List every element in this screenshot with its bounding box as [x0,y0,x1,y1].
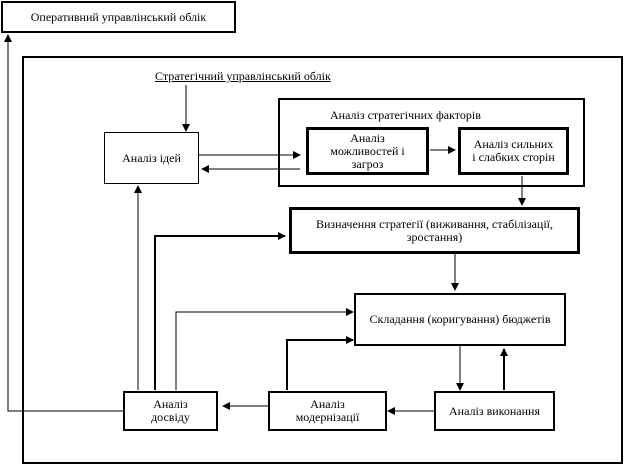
operational-accounting-label: Оперативний управлінський облік [30,9,207,24]
idea-analysis-label: Аналіз ідей [122,150,181,165]
execution-analysis-box: Аналіз виконання [434,391,555,431]
arrow-modernization-to-budgeting [286,336,354,390]
strategic-frame [22,56,623,464]
idea-analysis-box: Аналіз ідей [104,132,199,184]
experience-analysis-box: Аналіз досвіду [123,391,218,431]
strategic-accounting-label: Стратегічний управлінський облік [155,69,331,83]
budgeting-label: Складання (коригування) бюджетів [369,312,551,326]
factors-group-frame [278,98,585,187]
budgeting-box: Складання (коригування) бюджетів [354,293,566,346]
arrow-experience-to-strategy [154,232,286,390]
strengths-weaknesses-label: Аналіз сильних і слабких сторін [472,137,555,164]
execution-analysis-label: Аналіз виконання [448,403,540,418]
modernization-analysis-box: Аналіз модернізації [268,391,387,431]
opportunities-threats-label: Аналіз можливостей і загроз [330,130,405,171]
arrow-experience-to-operational [4,34,123,412]
arrow-experience-to-budgeting [175,308,354,390]
strategy-definition-box: Визначення стратегії (виживання, стабілі… [289,207,580,254]
strategy-definition-label: Визначення стратегії (виживання, стабілі… [315,216,553,244]
operational-accounting-box: Оперативний управлінський облік [1,1,236,33]
opportunities-threats-box: Аналіз можливостей і загроз [306,127,429,175]
modernization-analysis-label: Аналіз модернізації [295,397,360,424]
strengths-weaknesses-box: Аналіз сильних і слабких сторін [458,127,569,175]
strategic-factors-label: Аналіз стратегічних факторів [330,108,481,122]
experience-analysis-label: Аналіз досвіду [151,397,190,424]
